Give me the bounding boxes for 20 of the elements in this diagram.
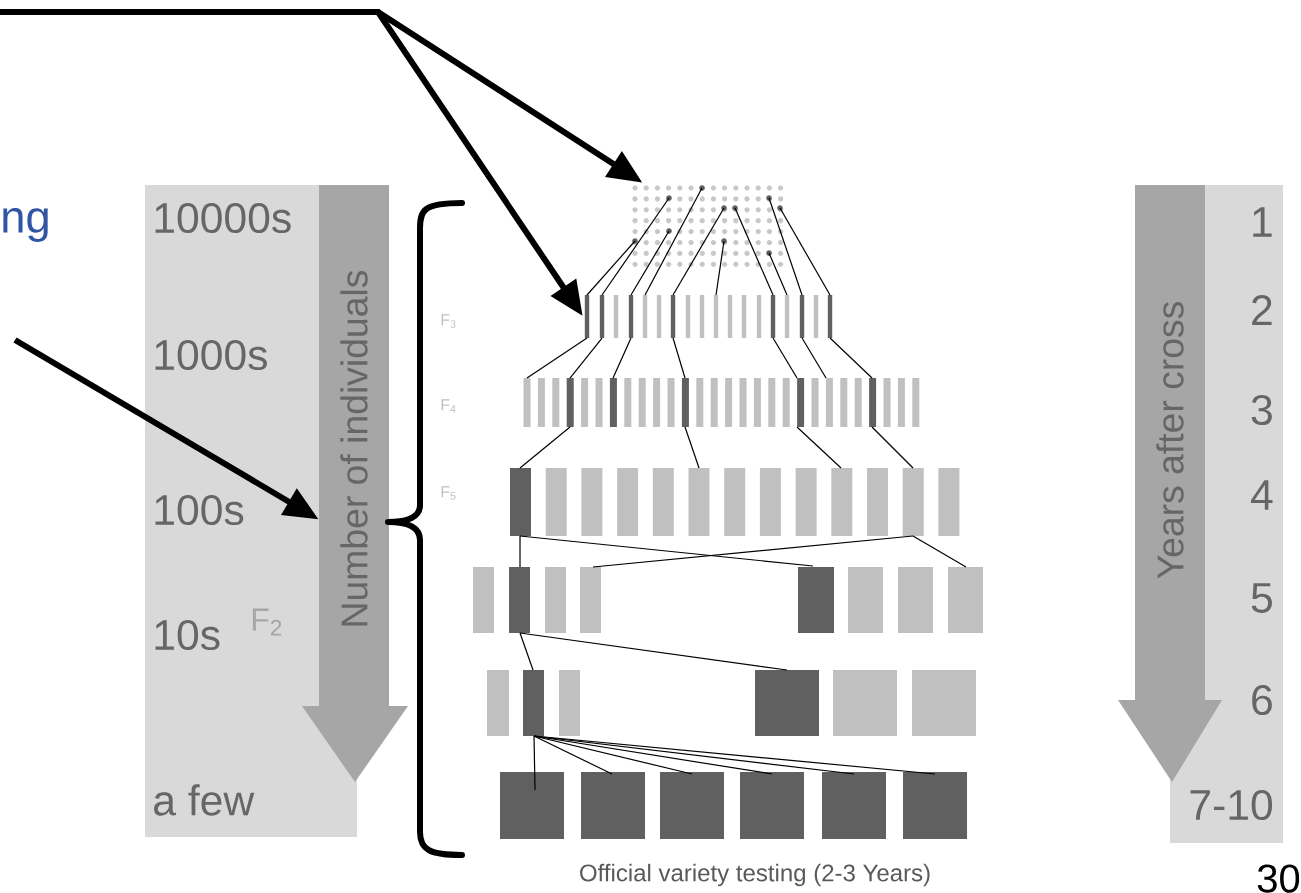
scale-value: 2 [1252,295,1272,325]
scale-value: 6 [1252,684,1272,716]
scale-value: 1 [1253,207,1272,237]
caption: Official variety testing (2-3 Years) [580,863,930,887]
bar-row [584,295,833,338]
scale-value: a few [154,784,255,816]
scale-value: 4 [1251,480,1273,510]
scale-value: 10s [155,619,220,651]
scale-value: 1000s [155,339,267,371]
page-number: 30 [1257,864,1300,893]
generation-label: F$_{4}$ [441,399,456,413]
generation-label: F$_{3}$ [441,314,456,328]
generation-label: F$_{5}$ [441,486,456,500]
scale-value: 5 [1251,583,1272,613]
heading-fragment: ng [3,208,48,242]
scale-value: 100s [155,494,244,526]
scale-value: 7-10 [1190,789,1273,821]
scale-value: 10000s [155,202,291,234]
scale-value: 3 [1251,394,1272,426]
dot-grid [632,185,784,267]
